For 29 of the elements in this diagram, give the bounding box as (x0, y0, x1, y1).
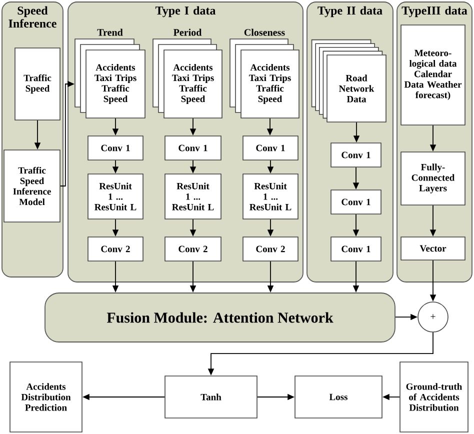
process-box: Loss (294, 376, 382, 418)
column-heading: Closeness (244, 28, 285, 36)
process-box: ResUnit 1 ... ResUnit L (88, 174, 144, 220)
stacked-data-box: Road Network Data (311, 39, 386, 122)
process-box: Conv 2 (242, 236, 298, 262)
process-box: Traffic Speed Inference Model (4, 150, 60, 222)
process-box: Tanh (164, 376, 258, 418)
process-box: ResUnit 1 ... ResUnit L (242, 174, 298, 220)
process-box: Conv 2 (88, 236, 144, 262)
stacked-data-box: Accidents Taxi Trips Traffic Speed (74, 38, 146, 118)
process-box: Traffic Speed (14, 48, 60, 120)
process-box: Meteoro-logical data Calendar Data Weather forecast) (400, 24, 466, 126)
process-box: Conv 1 (330, 190, 382, 214)
process-box: Conv 1 (330, 142, 382, 168)
column-heading: Trend (97, 28, 123, 36)
process-box: Conv 1 (164, 136, 222, 160)
process-box: ResUnit 1 ... ResUnit L (164, 174, 222, 220)
fusion-module-box: Fusion Module: Attention Network (44, 292, 396, 342)
process-box: Conv 1 (242, 136, 298, 160)
column-heading: Period (174, 28, 202, 36)
process-box: Fully-Connected Layers (400, 152, 466, 206)
process-box: Conv 2 (164, 236, 222, 262)
process-box: Conv 1 (88, 136, 144, 160)
process-box: Vector (400, 236, 466, 260)
process-box: Conv 1 (330, 236, 382, 262)
stacked-data-box: Accidents Taxi Trips Traffic Speed (152, 38, 222, 118)
stacked-data-box: Accidents Taxi Trips Traffic Speed (230, 38, 300, 118)
process-box: Ground-truth of Accidents Distribution (400, 362, 468, 432)
process-box: Accidents Distribution Prediction (10, 362, 82, 432)
